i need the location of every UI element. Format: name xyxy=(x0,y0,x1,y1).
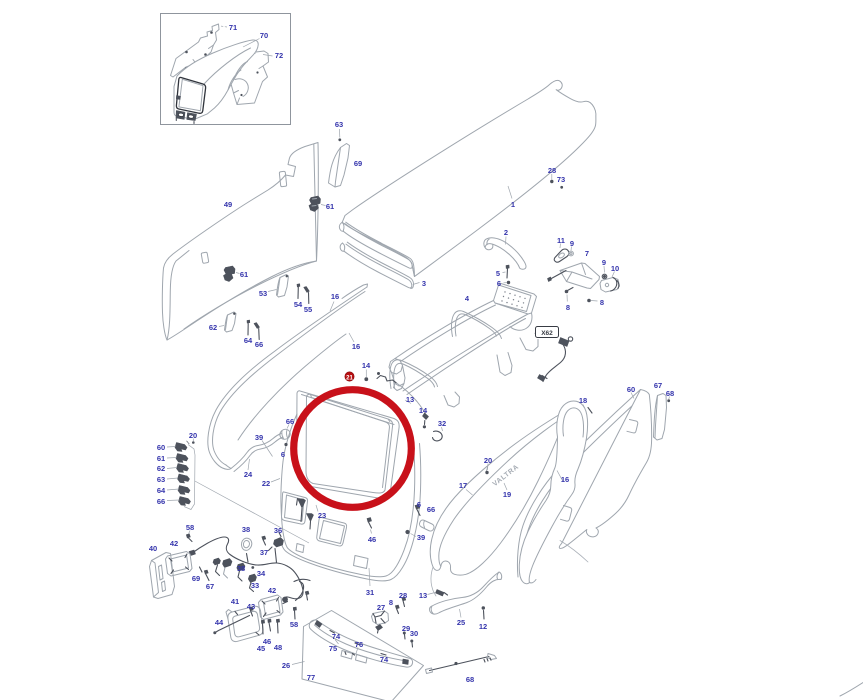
svg-text:72: 72 xyxy=(275,51,283,60)
svg-text:42: 42 xyxy=(170,539,178,548)
svg-text:61: 61 xyxy=(157,454,165,463)
svg-text:58: 58 xyxy=(186,523,194,532)
svg-text:14: 14 xyxy=(362,361,371,370)
svg-text:21: 21 xyxy=(346,376,353,382)
svg-text:45: 45 xyxy=(257,644,265,653)
svg-text:46: 46 xyxy=(368,535,376,544)
svg-text:24: 24 xyxy=(244,470,253,479)
svg-text:19: 19 xyxy=(503,490,511,499)
svg-text:X62: X62 xyxy=(541,330,553,337)
svg-text:28: 28 xyxy=(548,166,556,175)
svg-text:30: 30 xyxy=(410,629,418,638)
svg-text:71: 71 xyxy=(229,23,237,32)
svg-text:16: 16 xyxy=(331,292,339,301)
svg-text:37: 37 xyxy=(260,548,268,557)
svg-text:32: 32 xyxy=(438,419,446,428)
svg-text:70: 70 xyxy=(260,31,268,40)
svg-text:74: 74 xyxy=(332,632,341,641)
svg-text:6: 6 xyxy=(417,500,421,509)
svg-text:43: 43 xyxy=(247,602,255,611)
svg-text:23: 23 xyxy=(318,511,326,520)
svg-text:62: 62 xyxy=(157,464,165,473)
svg-text:5: 5 xyxy=(496,269,500,278)
svg-text:17: 17 xyxy=(459,481,467,490)
svg-text:22: 22 xyxy=(262,479,270,488)
svg-text:8: 8 xyxy=(600,298,604,307)
svg-text:31: 31 xyxy=(366,588,374,597)
svg-text:3: 3 xyxy=(422,279,426,288)
svg-text:67: 67 xyxy=(206,582,214,591)
svg-text:38: 38 xyxy=(237,564,245,573)
svg-text:73: 73 xyxy=(557,175,565,184)
svg-text:64: 64 xyxy=(157,486,166,495)
svg-text:53: 53 xyxy=(259,289,267,298)
svg-text:36: 36 xyxy=(274,526,282,535)
svg-text:18: 18 xyxy=(579,396,587,405)
svg-text:8: 8 xyxy=(389,598,393,607)
svg-text:6: 6 xyxy=(497,279,501,288)
svg-text:77: 77 xyxy=(307,673,315,682)
svg-text:38: 38 xyxy=(242,525,250,534)
svg-text:20: 20 xyxy=(484,456,492,465)
svg-text:42: 42 xyxy=(268,586,276,595)
svg-text:66: 66 xyxy=(255,340,263,349)
svg-text:66: 66 xyxy=(286,417,294,426)
svg-text:67: 67 xyxy=(654,381,662,390)
svg-text:29: 29 xyxy=(402,624,410,633)
svg-text:13: 13 xyxy=(406,395,414,404)
svg-text:60: 60 xyxy=(157,443,165,452)
svg-text:66: 66 xyxy=(157,497,165,506)
svg-text:28: 28 xyxy=(399,591,407,600)
svg-text:26: 26 xyxy=(282,661,290,670)
svg-text:27: 27 xyxy=(377,603,385,612)
svg-text:33: 33 xyxy=(251,581,259,590)
svg-text:13: 13 xyxy=(419,591,427,600)
svg-text:75: 75 xyxy=(329,644,337,653)
svg-text:54: 54 xyxy=(294,300,303,309)
svg-text:68: 68 xyxy=(666,389,674,398)
svg-text:8: 8 xyxy=(566,303,570,312)
svg-text:55: 55 xyxy=(304,305,312,314)
svg-text:9: 9 xyxy=(602,258,606,267)
svg-text:64: 64 xyxy=(244,336,253,345)
svg-text:74: 74 xyxy=(380,655,389,664)
svg-text:11: 11 xyxy=(557,236,565,245)
svg-text:14: 14 xyxy=(419,406,428,415)
svg-text:12: 12 xyxy=(479,622,487,631)
svg-text:2: 2 xyxy=(504,228,508,237)
svg-text:60: 60 xyxy=(627,385,635,394)
svg-text:7: 7 xyxy=(585,249,589,258)
svg-text:39: 39 xyxy=(417,533,425,542)
svg-text:58: 58 xyxy=(290,620,298,629)
svg-text:20: 20 xyxy=(189,431,197,440)
svg-text:44: 44 xyxy=(215,618,224,627)
svg-text:76: 76 xyxy=(355,640,363,649)
svg-text:25: 25 xyxy=(457,618,465,627)
svg-text:46: 46 xyxy=(263,637,271,646)
svg-text:1: 1 xyxy=(511,200,515,209)
svg-text:16: 16 xyxy=(561,475,569,484)
svg-text:61: 61 xyxy=(240,270,248,279)
svg-text:48: 48 xyxy=(274,643,282,652)
svg-text:6: 6 xyxy=(281,450,285,459)
svg-text:62: 62 xyxy=(209,323,217,332)
svg-text:49: 49 xyxy=(224,200,232,209)
svg-text:41: 41 xyxy=(231,597,239,606)
svg-text:61: 61 xyxy=(326,202,334,211)
svg-text:69: 69 xyxy=(354,159,362,168)
svg-text:9: 9 xyxy=(570,239,574,248)
svg-text:63: 63 xyxy=(157,475,165,484)
svg-text:4: 4 xyxy=(465,294,470,303)
svg-text:68: 68 xyxy=(466,675,474,684)
svg-text:39: 39 xyxy=(255,433,263,442)
svg-text:40: 40 xyxy=(149,544,157,553)
svg-text:63: 63 xyxy=(335,120,343,129)
svg-text:34: 34 xyxy=(257,569,266,578)
svg-text:10: 10 xyxy=(611,264,619,273)
svg-text:16: 16 xyxy=(352,342,360,351)
svg-text:66: 66 xyxy=(427,505,435,514)
svg-text:69: 69 xyxy=(192,574,200,583)
